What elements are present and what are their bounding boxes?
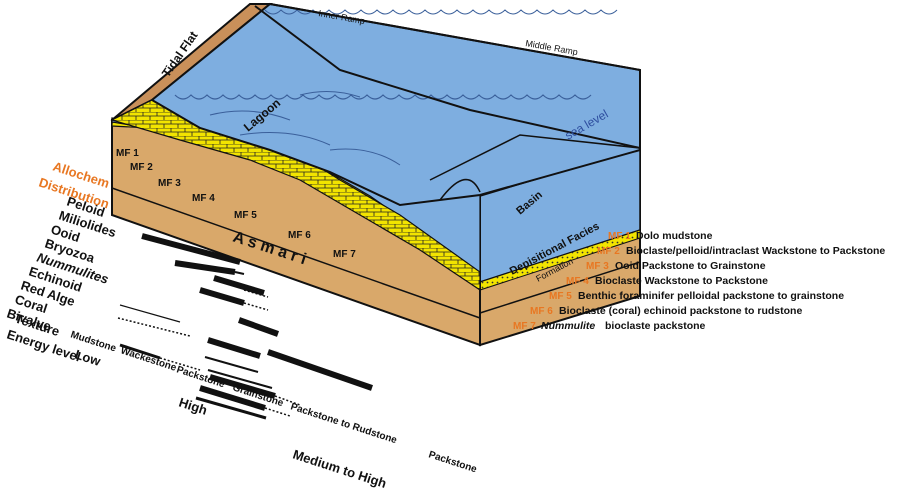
mf-label: MF 1 [116, 148, 139, 159]
bar-peloid [141, 233, 241, 265]
bar-miliolides-tail [234, 271, 245, 275]
bar-echinoid [207, 337, 261, 359]
energy-high: High [177, 395, 209, 418]
mf-label: MF 2 [130, 162, 153, 173]
bar-extra3 [195, 396, 267, 420]
texture-value: Packstone [427, 449, 478, 475]
bar-ooid-dotted [243, 289, 269, 298]
bar-coral2 [207, 369, 273, 389]
mf-label: MF 7 [333, 249, 356, 260]
bar-ooid [213, 275, 265, 296]
legend-text-mf6: Bioclaste (coral) echinoid packstone to … [559, 305, 802, 317]
legend-code-mf4: MF 4 [566, 276, 589, 287]
bar-extra [199, 385, 266, 411]
microfacies-legend: MF 1 Dolo mudstone MF 2 Bioclaste/pelloi… [513, 230, 885, 332]
legend-code-mf1: MF 1 [608, 231, 631, 242]
mf-label: MF 6 [288, 230, 311, 241]
bar-bryozoa [199, 287, 245, 306]
texture-value: Wackestone [119, 345, 178, 374]
energy-low: Low [73, 347, 103, 370]
legend-code-mf6: MF 6 [530, 306, 553, 317]
mf-label: MF 3 [158, 178, 181, 189]
allochem-bars [117, 233, 373, 420]
bar-extra2 [119, 343, 161, 360]
legend-italic-mf7: Nummulite [541, 320, 595, 332]
mf-block-labels: MF 1 MF 2 MF 3 MF 4 MF 5 MF 6 MF 7 [116, 148, 356, 260]
legend-text-mf1: Dolo mudstone [636, 230, 713, 242]
mf-label: MF 4 [192, 193, 215, 204]
legend-code-mf2: MF 2 [597, 246, 620, 257]
bar-extra-dotted [264, 407, 291, 417]
wave-line [174, 94, 592, 100]
energy-medium-high: Medium to High [291, 447, 388, 491]
bar-echinoid-dotted [117, 317, 191, 337]
bar-miliolides [174, 260, 236, 275]
legend-code-mf7: MF 7 [513, 321, 536, 332]
texture-value: Packstone to Rudstone [289, 401, 399, 446]
legend-code-mf3: MF 3 [586, 261, 609, 272]
legend-text-mf7: bioclaste packstone [605, 320, 706, 332]
legend-text-mf4: Bioclaste Wackstone to Packstone [595, 275, 768, 287]
legend-text-mf3: Ooid Packstone to Grainstone [615, 260, 766, 272]
bar-nummulites-thin [119, 304, 181, 323]
bar-bryozoa-dotted [243, 302, 269, 311]
legend-text-mf2: Bioclaste/pelloid/intraclast Wackstone t… [626, 245, 885, 257]
bar-redalge [267, 349, 373, 391]
legend-code-mf5: MF 5 [549, 291, 572, 302]
bar-bivalve-dotted [274, 395, 301, 406]
mf-label: MF 5 [234, 210, 257, 221]
bar-bivalve [209, 374, 276, 399]
bar-coral [204, 356, 259, 373]
bar-extra2-dotted [159, 357, 201, 371]
bar-nummulites [237, 317, 280, 337]
legend-text-mf5: Benthic foraminifer pelloidal packstone … [578, 290, 844, 302]
